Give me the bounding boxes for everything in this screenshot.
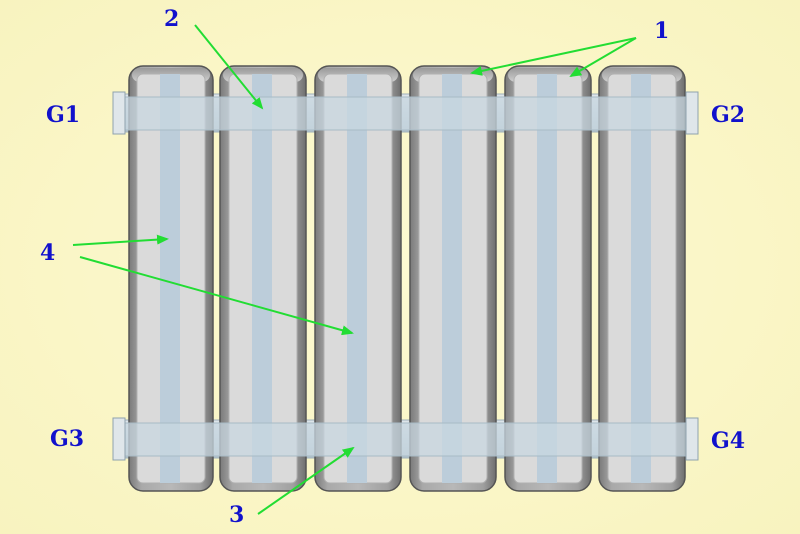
pipe-end-g2 xyxy=(685,91,699,135)
arrow-4a xyxy=(72,234,169,246)
vertical-channel xyxy=(347,74,367,483)
arrow-3 xyxy=(257,446,355,515)
arrow-1a xyxy=(470,37,637,76)
vertical-channel xyxy=(537,74,557,483)
label-g1: G1 xyxy=(46,102,80,128)
radiator-section-2 xyxy=(219,65,307,492)
label-g2: G2 xyxy=(711,102,745,128)
radiator-section-4 xyxy=(409,65,497,492)
vertical-channel xyxy=(160,74,180,483)
radiator-section-5 xyxy=(504,65,592,492)
vertical-channel xyxy=(442,74,462,483)
top-collector-overlay xyxy=(112,96,699,131)
bottom-collector-overlay xyxy=(112,422,699,457)
radiator-section-3 xyxy=(314,65,402,492)
label-g4: G4 xyxy=(711,428,745,454)
vertical-channel xyxy=(252,74,272,483)
label-1: 1 xyxy=(654,18,669,44)
vertical-channel xyxy=(631,74,651,483)
label-2: 2 xyxy=(164,6,179,32)
pipe-end-g4 xyxy=(685,417,699,461)
radiator-section-6 xyxy=(598,65,686,492)
arrow-4b xyxy=(79,256,354,336)
pipe-end-g3 xyxy=(112,417,126,461)
arrow-2 xyxy=(194,24,264,110)
label-4: 4 xyxy=(40,240,55,266)
label-3: 3 xyxy=(229,502,244,528)
callout-arrows xyxy=(72,24,637,515)
arrow-1b xyxy=(569,37,637,78)
label-g3: G3 xyxy=(50,426,84,452)
pipe-end-g1 xyxy=(112,91,126,135)
radiator-section-1 xyxy=(128,65,214,492)
